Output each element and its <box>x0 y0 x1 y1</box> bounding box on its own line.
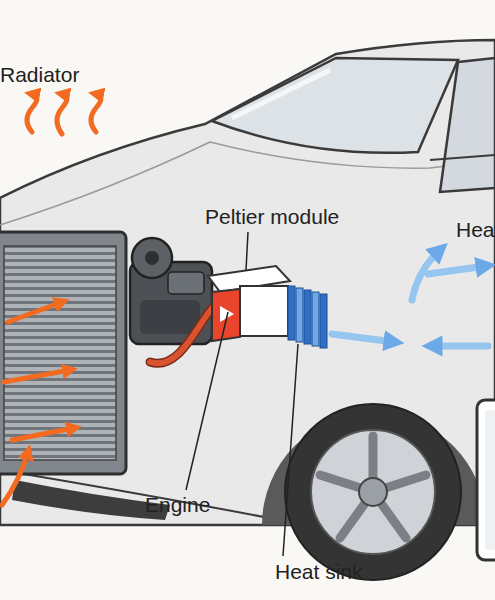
heat-wave <box>57 94 67 134</box>
heat-wave <box>91 94 101 132</box>
part-label: Hea <box>456 218 495 242</box>
heat-wave <box>27 94 37 132</box>
leader-line <box>186 312 228 490</box>
rim-spokes <box>320 436 426 538</box>
coolant-hose <box>150 306 214 363</box>
side-window <box>440 58 495 192</box>
hub <box>359 478 387 506</box>
heat-waves <box>27 94 101 134</box>
fin <box>320 294 327 348</box>
peltier-hot-side <box>212 289 240 341</box>
fin <box>296 288 303 342</box>
hose-outline <box>150 306 214 363</box>
glass-glare <box>232 70 330 118</box>
engine-pulley <box>132 238 172 278</box>
device-screen <box>485 410 495 550</box>
peltier-body <box>240 286 288 336</box>
cool-arrow <box>332 334 394 342</box>
display-device <box>477 400 495 560</box>
part-label: Engine <box>145 493 210 517</box>
engine-sump <box>140 300 200 334</box>
rim <box>311 430 435 554</box>
fin <box>312 292 319 346</box>
windshield <box>212 58 458 153</box>
tire <box>285 404 461 580</box>
heat-arrow <box>8 302 62 322</box>
cool-arrows <box>332 250 488 346</box>
part-label: Radiator <box>0 63 79 87</box>
radiator-core <box>4 246 116 460</box>
part-label: Peltier module <box>205 205 339 229</box>
heat-arrow <box>2 452 28 505</box>
leader-line <box>246 232 248 270</box>
radiator-frame <box>0 232 126 474</box>
heat-arrow <box>4 370 70 382</box>
pulley-hub <box>145 251 159 265</box>
mirror-line <box>430 155 495 160</box>
cool-arrow <box>432 343 488 350</box>
engine-cover <box>168 272 204 294</box>
heat-sink-fins <box>288 286 327 348</box>
leader-line <box>283 344 298 556</box>
heat-arrows <box>2 302 74 505</box>
fin <box>304 290 311 344</box>
part-label: Heat sink <box>275 560 363 584</box>
fin <box>288 286 295 340</box>
bumper-line <box>0 470 290 522</box>
heat-arrow <box>12 428 74 440</box>
cool-arrow <box>428 266 486 274</box>
